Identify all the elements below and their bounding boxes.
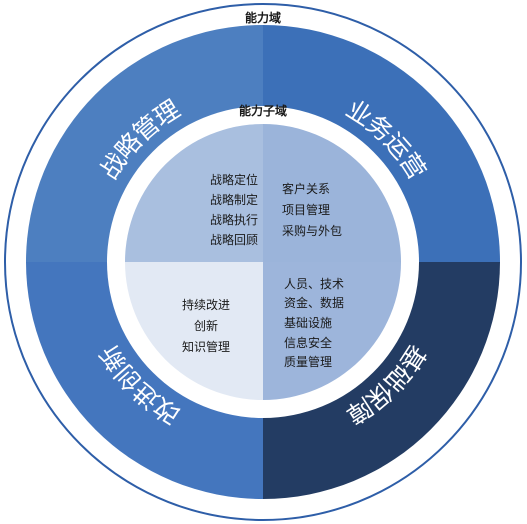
inner-quadrant-foundation (263, 262, 401, 400)
operations-item: 项目管理 (282, 202, 330, 217)
innovation-item: 持续改进 (182, 297, 230, 312)
inner-quadrant-operations (263, 124, 401, 262)
outer-domain-label: 能力域 (245, 10, 281, 25)
foundation-item: 基础设施 (284, 316, 332, 330)
foundation-item: 质量管理 (284, 354, 332, 369)
operations-item: 客户关系 (282, 181, 330, 196)
innovation-item: 知识管理 (182, 339, 230, 354)
foundation-item: 信息安全 (284, 335, 332, 350)
foundation-item: 资金、数据 (284, 295, 344, 310)
inner-quadrant-innovation (125, 262, 263, 400)
innovation-item: 创新 (194, 318, 218, 333)
foundation-item: 人员、技术 (284, 277, 344, 291)
inner-subdomain-label: 能力子域 (239, 103, 287, 118)
inner-quadrant-strategy (125, 124, 263, 262)
strategy-item: 战略回顾 (210, 232, 258, 247)
strategy-item: 战略定位 (210, 172, 258, 187)
strategy-item: 战略制定 (210, 192, 258, 207)
operations-item: 采购与外包 (282, 223, 342, 238)
strategy-item: 战略执行 (210, 212, 258, 227)
